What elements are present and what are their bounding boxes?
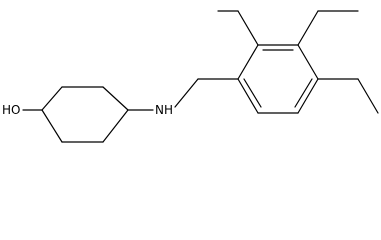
methoxy-group-3 (317, 78, 379, 114)
structure-diagram: HO NH (2, 10, 379, 143)
cyclohexane-ring (41, 86, 129, 143)
bond-n-ch2 (174, 78, 199, 108)
bond (297, 78, 319, 114)
double-bond (243, 78, 262, 108)
hydroxyl-label: HO (2, 103, 20, 117)
double-bond (294, 78, 313, 108)
bond (102, 109, 129, 143)
bond (357, 78, 379, 114)
bond (237, 10, 259, 46)
methoxy-group-2 (297, 10, 359, 46)
bond (102, 86, 129, 111)
bond (237, 44, 259, 80)
bond (41, 86, 63, 111)
methoxy-group-1 (217, 10, 259, 46)
amine-label: NH (155, 103, 173, 117)
benzene-ring (237, 44, 319, 114)
bond (237, 78, 259, 114)
bond (297, 44, 319, 80)
bond (297, 10, 319, 46)
bond (41, 109, 63, 143)
